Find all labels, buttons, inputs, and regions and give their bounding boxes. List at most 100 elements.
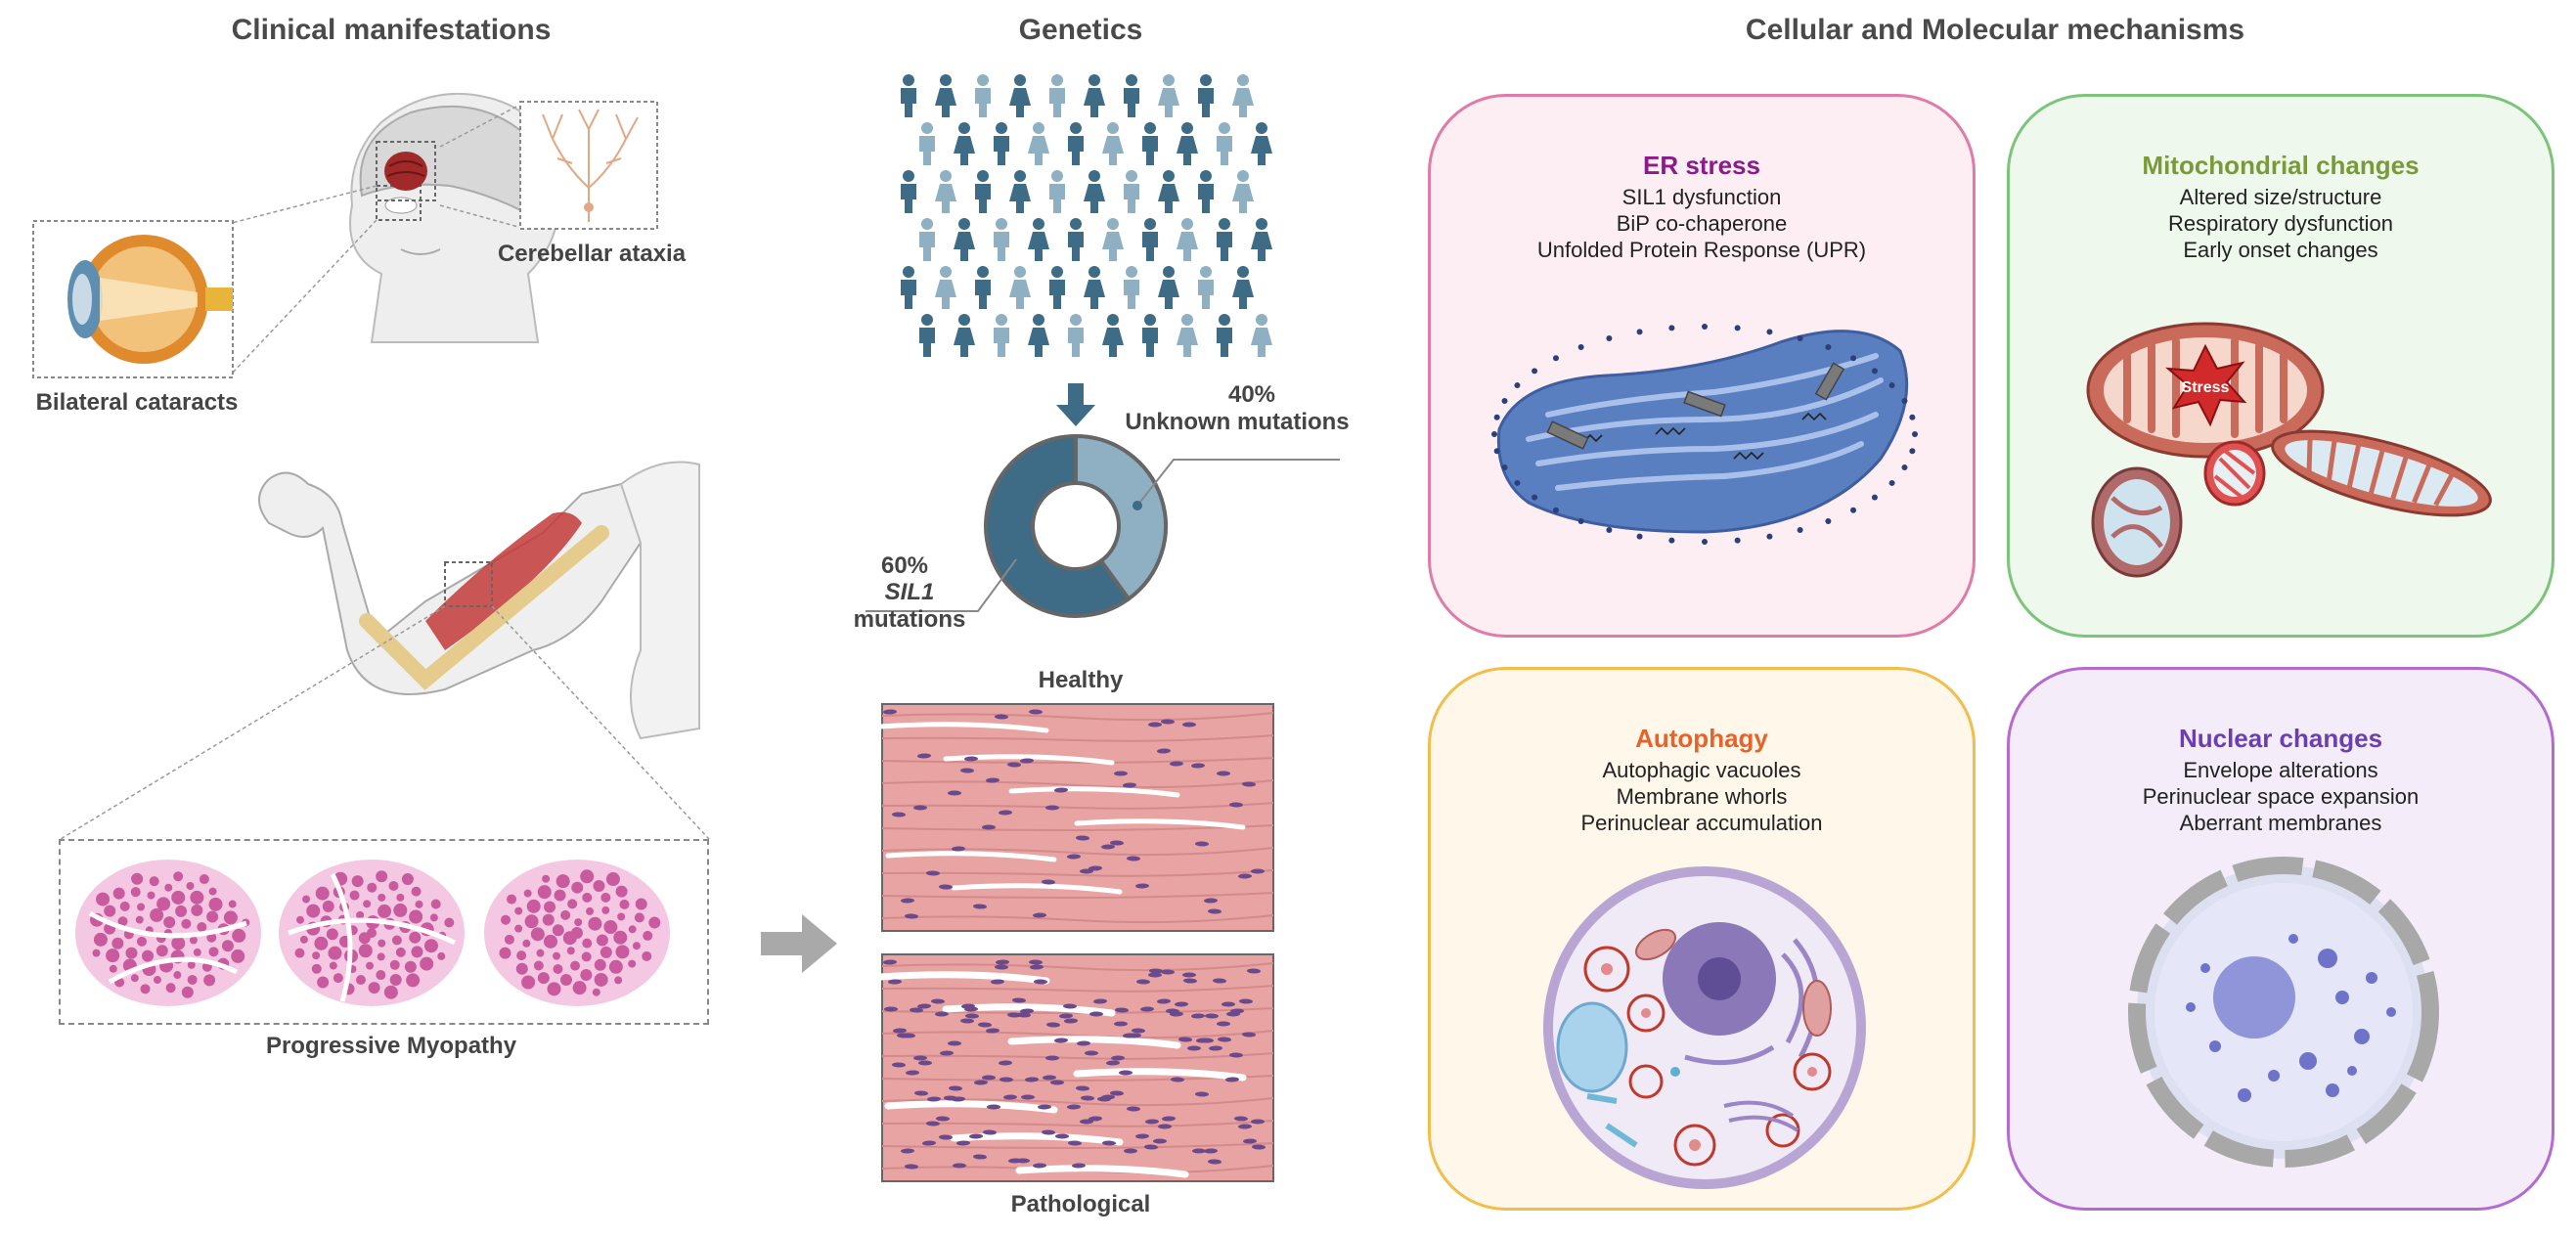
mechanisms-title: Cellular and Molecular mechanisms — [1745, 14, 2245, 46]
donut-leader-lines — [866, 459, 1340, 612]
biopsy-section-2 — [279, 860, 465, 1006]
person-icon — [975, 74, 991, 117]
mito-line-3: Early onset changes — [2183, 238, 2378, 262]
eye-illustration — [32, 220, 234, 378]
person-icon — [919, 218, 935, 261]
person-icon — [1009, 74, 1031, 117]
mito-line-2: Respiratory dysfunction — [2168, 211, 2393, 236]
mutation-donut-chart — [984, 433, 1168, 618]
person-icon — [1049, 266, 1065, 309]
stress-label: Stress — [2182, 379, 2230, 396]
person-icon — [1198, 170, 1214, 213]
arrow-right-icon — [761, 914, 837, 973]
genetics-title: Genetics — [1018, 14, 1143, 46]
connector-lines-head — [231, 105, 519, 375]
pathological-muscle-tissue — [876, 953, 1274, 1182]
person-icon — [1177, 122, 1198, 165]
autophagy-line-1: Autophagic vacuoles — [1602, 758, 1801, 782]
person-icon — [1084, 266, 1105, 309]
person-icon — [1217, 218, 1232, 261]
person-icon — [1232, 266, 1254, 309]
biopsy-section-1 — [75, 860, 261, 1006]
connector-lines-arm — [60, 605, 710, 840]
healthy-label: Healthy — [1038, 667, 1124, 693]
nuclear-line-1: Envelope alterations — [2183, 758, 2378, 782]
person-icon — [954, 314, 975, 357]
nuclear-title: Nuclear changes — [2178, 724, 2383, 753]
clinical-title: Clinical manifestations — [231, 14, 552, 46]
autophagy-title: Autophagy — [1635, 724, 1768, 753]
person-icon — [1028, 218, 1049, 261]
donut-slice-unknown — [1074, 433, 1168, 602]
person-icon — [1124, 74, 1139, 117]
person-icon — [1049, 74, 1065, 117]
person-icon — [919, 314, 935, 357]
person-icon — [1049, 170, 1065, 213]
person-icon — [1068, 122, 1084, 165]
person-icon — [1251, 218, 1272, 261]
progressive-myopathy-label: Progressive Myopathy — [265, 1033, 517, 1059]
person-icon — [1251, 122, 1272, 165]
er-line-2: BiP co-chaperone — [1616, 211, 1788, 236]
person-icon — [1124, 170, 1139, 213]
mito-title: Mitochondrial changes — [2142, 151, 2420, 180]
donut-slice-sil1 — [984, 433, 1132, 618]
person-icon — [1102, 314, 1124, 357]
mito-line-1: Altered size/structure — [2179, 185, 2382, 209]
person-icon — [935, 74, 956, 117]
cell-illustration — [1543, 866, 1866, 1189]
person-icon — [1142, 314, 1158, 357]
person-icon — [994, 122, 1009, 165]
person-icon — [975, 170, 991, 213]
nuclear-line-3: Aberrant membranes — [2179, 811, 2382, 835]
healthy-muscle-tissue — [877, 703, 1274, 932]
person-icon — [1232, 170, 1254, 213]
arm-illustration — [258, 461, 700, 740]
cerebellum-icon — [376, 141, 436, 201]
arrow-down-icon — [1056, 383, 1095, 426]
muscle-biopsy-inset — [59, 839, 709, 1025]
person-icon — [1251, 314, 1272, 357]
person-icon — [1217, 314, 1232, 357]
er-stress-panel: ER stress SIL1 dysfunction BiP co-chaper… — [1428, 94, 1976, 638]
person-icon — [1028, 314, 1049, 357]
er-stress-title: ER stress — [1643, 151, 1760, 180]
bilateral-cataracts-label: Bilateral cataracts — [35, 389, 239, 416]
person-icon — [975, 266, 991, 309]
unknown-mutations-label: Unknown mutations — [1125, 409, 1350, 435]
person-icon — [1217, 122, 1232, 165]
person-icon — [1142, 218, 1158, 261]
nucleus-illustration — [2128, 857, 2439, 1168]
person-icon — [1158, 170, 1179, 213]
biopsy-section-3 — [484, 860, 670, 1006]
person-icon — [1158, 266, 1179, 309]
person-icon — [994, 314, 1009, 357]
nuclear-panel: Nuclear changes Envelope alterations Per… — [2007, 667, 2554, 1211]
autophagy-panel: Autophagy Autophagic vacuoles Membrane w… — [1428, 667, 1976, 1211]
person-icon — [935, 266, 956, 309]
person-icon — [954, 218, 975, 261]
person-icon — [954, 122, 975, 165]
sil1-mutations-label: SIL1 mutations — [853, 579, 966, 633]
person-icon — [1084, 74, 1105, 117]
mitochondrial-panel: Mitochondrial changes Altered size/struc… — [2007, 94, 2554, 638]
er-line-3: Unfolded Protein Response (UPR) — [1536, 238, 1867, 262]
person-icon — [1142, 122, 1158, 165]
person-icon — [901, 266, 916, 309]
person-icon — [1009, 170, 1031, 213]
person-icon — [1068, 314, 1084, 357]
unknown-pct: 40% — [1227, 381, 1276, 408]
person-icon — [1009, 266, 1031, 309]
person-icon — [1198, 266, 1214, 309]
cerebellar-ataxia-label: Cerebellar ataxia — [497, 241, 687, 267]
person-icon — [901, 170, 916, 213]
autophagy-line-2: Membrane whorls — [1616, 784, 1788, 809]
person-icon — [919, 122, 935, 165]
person-icon — [1084, 170, 1105, 213]
nuclear-line-2: Perinuclear space expansion — [2142, 784, 2420, 809]
autophagy-line-3: Perinuclear accumulation — [1580, 811, 1823, 835]
purkinje-inset — [519, 101, 658, 230]
person-icon — [1124, 266, 1139, 309]
sil1-pct: 60% — [880, 552, 929, 579]
person-icon — [1028, 122, 1049, 165]
